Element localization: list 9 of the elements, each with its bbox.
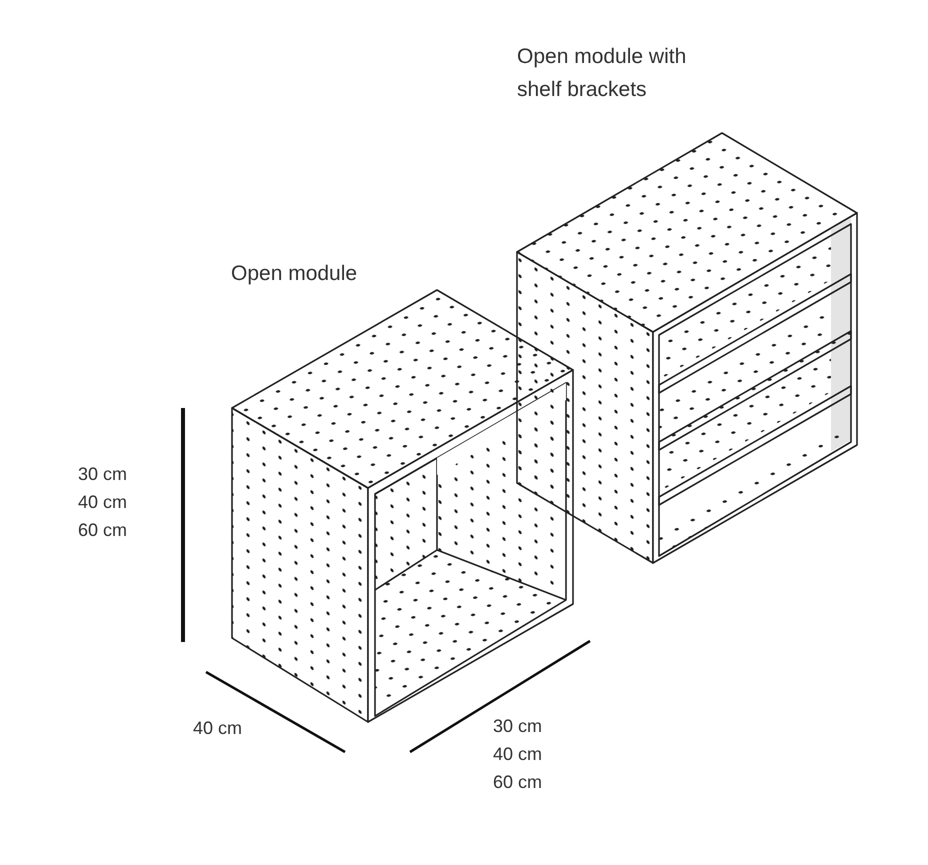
module-title: Open module with shelf brackets <box>517 44 688 103</box>
module-title: Open module <box>231 261 358 287</box>
dimension-label: 60 cm <box>493 771 542 794</box>
dimension-label: 40 cm <box>78 491 128 514</box>
dimension-label: 30 cm <box>78 463 128 486</box>
dimension-label: 40 cm <box>193 717 242 740</box>
dimension-label: 60 cm <box>78 519 128 542</box>
dimension-label: 30 cm <box>493 715 542 738</box>
dimension-label: 40 cm <box>493 743 542 766</box>
